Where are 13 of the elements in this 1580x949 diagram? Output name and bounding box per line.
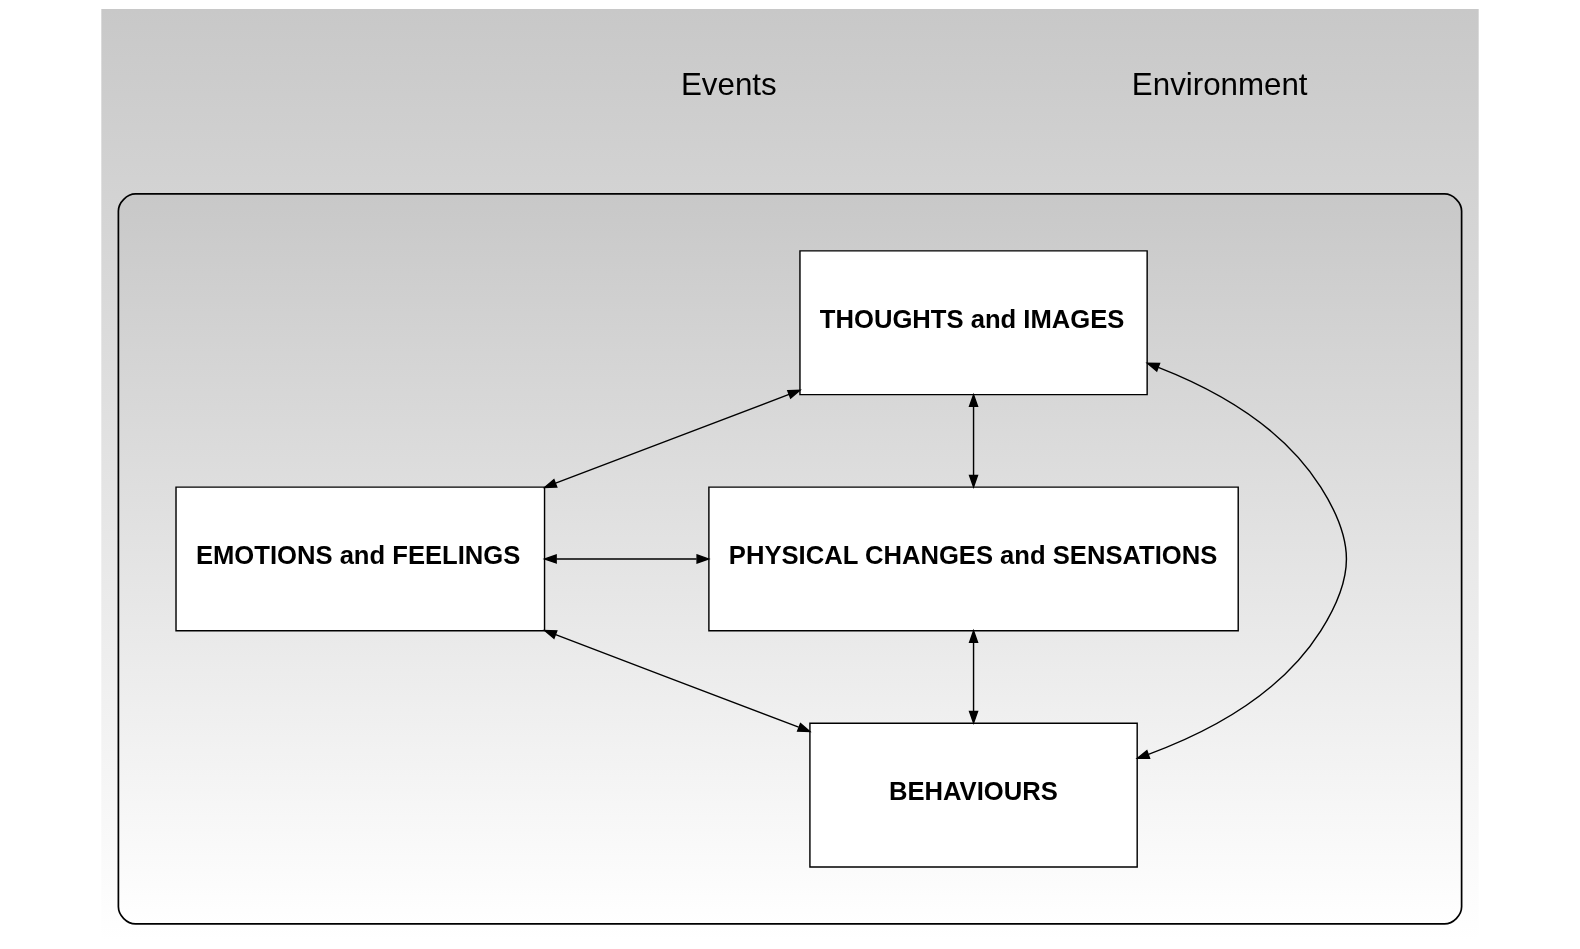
arrow (1135, 361, 1348, 759)
cluster (117, 192, 1463, 925)
arrow (542, 389, 802, 488)
label: Environment (1131, 66, 1308, 102)
arrow (542, 629, 812, 732)
node-box: EMOTIONS and FEELINGS (175, 485, 546, 631)
node-box: PHYSICAL CHANGES and SENSATIONS (708, 485, 1239, 631)
arrow (542, 553, 711, 564)
arrow (968, 392, 979, 489)
arrow (968, 628, 979, 725)
label: Events (680, 66, 777, 102)
node-box: BEHAVIOURS (809, 722, 1138, 868)
node-box: THOUGHTS and IMAGES (799, 249, 1148, 395)
